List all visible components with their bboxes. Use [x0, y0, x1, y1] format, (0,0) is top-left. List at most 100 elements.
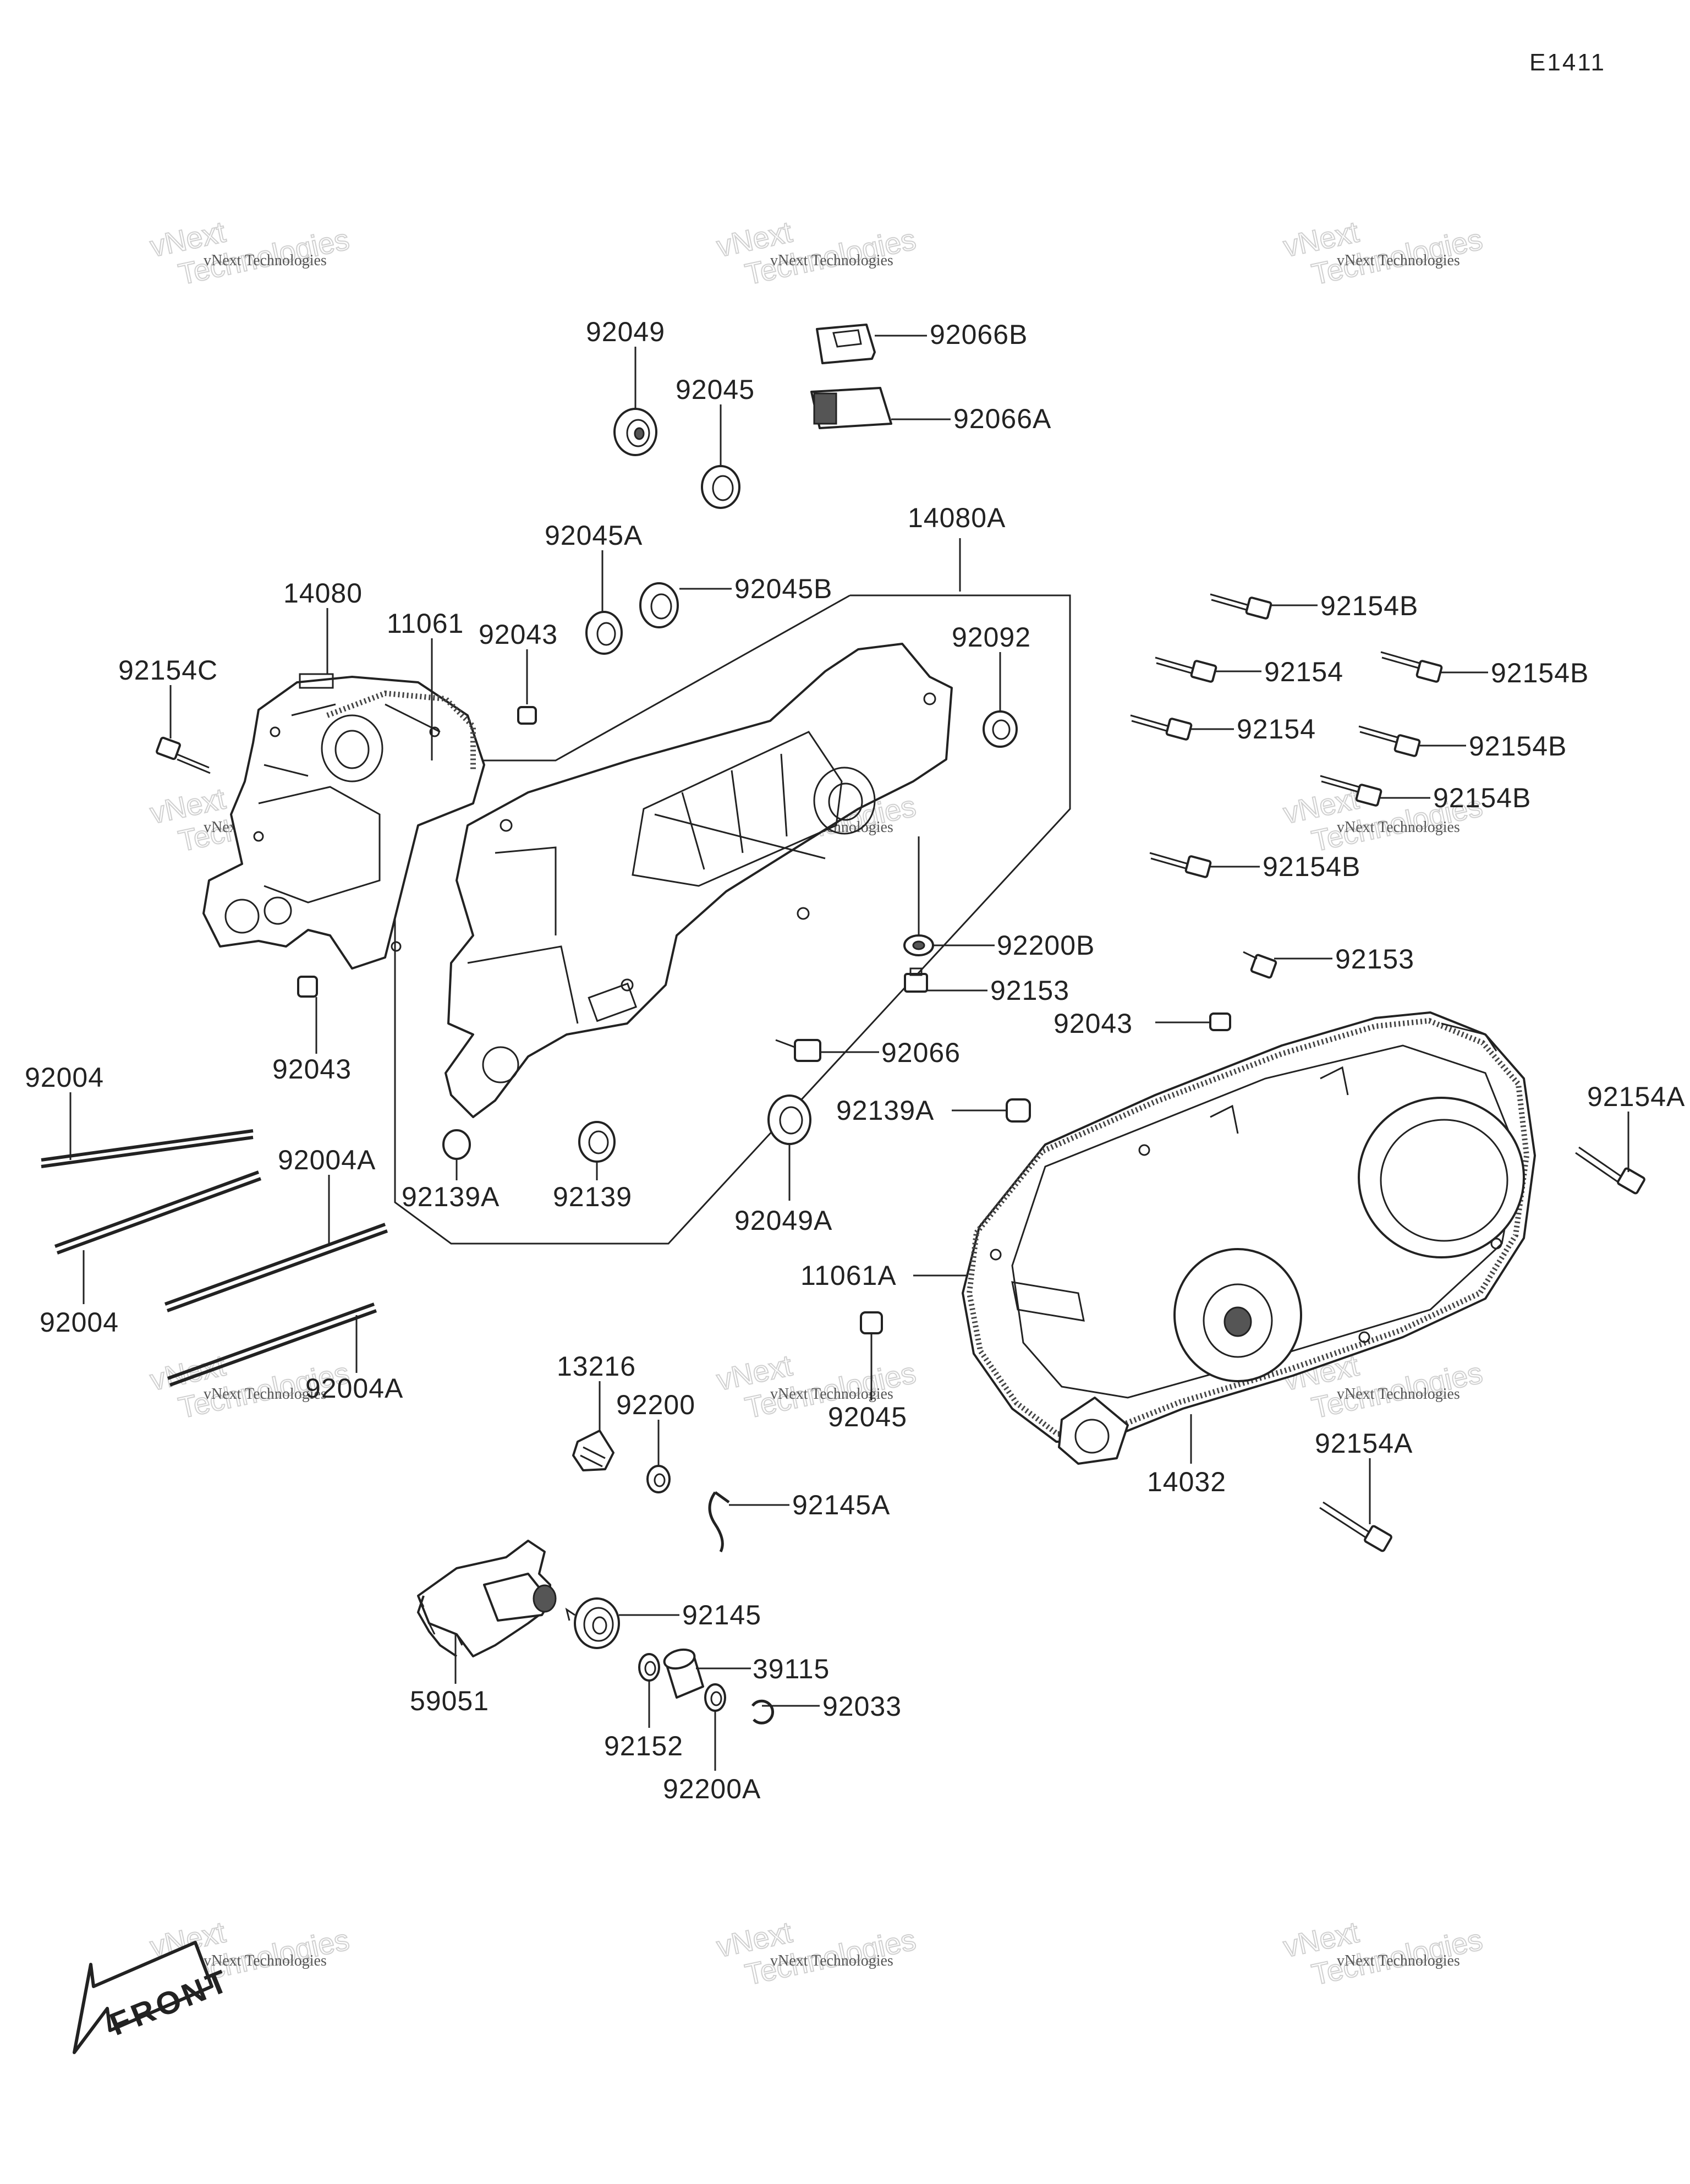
part-92154A-bolt-2[interactable] — [1319, 1501, 1392, 1552]
part-92043-dowel-right[interactable] — [1209, 1012, 1231, 1031]
label-92154C[interactable]: 92154C — [118, 655, 218, 686]
part-92152-washer[interactable] — [638, 1653, 660, 1682]
label-92154B-2[interactable]: 92154B — [1491, 658, 1589, 688]
label-92066A[interactable]: 92066A — [953, 403, 1051, 434]
part-92200-washer[interactable] — [646, 1465, 671, 1493]
part-92154C-bolt[interactable] — [156, 736, 211, 774]
label-92200[interactable]: 92200 — [616, 1389, 695, 1420]
label-92043-right[interactable]: 92043 — [1053, 1008, 1133, 1039]
part-14080A-crankcase[interactable] — [445, 643, 953, 1118]
label-92045-top[interactable]: 92045 — [676, 374, 755, 405]
diagram-code: E1411 — [1529, 49, 1606, 76]
label-92043-top[interactable]: 92043 — [479, 619, 558, 650]
part-92154B-bolt-2[interactable] — [1380, 651, 1443, 683]
watermark-small: vNext Technologies — [770, 252, 893, 269]
label-92154B-3[interactable]: 92154B — [1469, 731, 1567, 762]
part-92154B-bolt-4[interactable] — [1320, 775, 1382, 807]
part-92045-collar-bottom[interactable] — [860, 1311, 883, 1334]
label-92154-2[interactable]: 92154 — [1237, 714, 1316, 745]
label-92139A-1[interactable]: 92139A — [402, 1181, 500, 1212]
label-13216[interactable]: 13216 — [557, 1351, 636, 1382]
part-92004A-stud-2[interactable] — [167, 1302, 377, 1387]
label-92154B-4[interactable]: 92154B — [1433, 782, 1531, 813]
part-92049-bearing[interactable] — [613, 408, 657, 456]
part-92154B-bolt-3[interactable] — [1358, 725, 1421, 757]
part-92004-stud-1[interactable] — [41, 1129, 254, 1168]
label-14032[interactable]: 14032 — [1147, 1466, 1226, 1497]
part-92154A-bolt-1[interactable] — [1575, 1146, 1645, 1195]
part-92049A-oil-seal[interactable] — [767, 1094, 811, 1145]
label-92092[interactable]: 92092 — [952, 622, 1031, 653]
part-92043-dowel-top[interactable] — [517, 706, 537, 725]
part-92145-spring[interactable] — [565, 1597, 620, 1649]
part-92045-bearing[interactable] — [701, 465, 740, 509]
part-92066-bolt[interactable] — [775, 1039, 821, 1062]
label-92049A[interactable]: 92049A — [734, 1205, 832, 1236]
part-92154B-bolt-5[interactable] — [1149, 852, 1212, 878]
label-92004-1[interactable]: 92004 — [25, 1062, 104, 1093]
part-92066A-damper[interactable] — [810, 387, 892, 429]
part-92004A-stud-1[interactable] — [164, 1223, 388, 1312]
label-92145A[interactable]: 92145A — [792, 1490, 890, 1520]
part-92145A-clip[interactable] — [708, 1491, 730, 1553]
part-59051-kick-gear[interactable] — [416, 1540, 557, 1657]
label-92066[interactable]: 92066 — [881, 1037, 961, 1068]
part-13216-shaft[interactable] — [572, 1430, 614, 1471]
watermark-small: vNext Technologies — [1337, 1386, 1460, 1403]
part-92045B-bearing[interactable] — [639, 582, 679, 628]
part-92004-stud-2[interactable] — [54, 1170, 262, 1255]
watermark-small: vNext Technologies — [1337, 819, 1460, 836]
label-92154A-2[interactable]: 92154A — [1315, 1428, 1413, 1459]
part-14080-crankcase-left[interactable] — [202, 673, 485, 970]
label-92004-2[interactable]: 92004 — [40, 1307, 119, 1338]
part-92139A-dowel-2[interactable] — [1006, 1098, 1031, 1123]
label-92004A-1[interactable]: 92004A — [278, 1145, 376, 1175]
part-92200A-washer[interactable] — [704, 1683, 726, 1712]
label-14080A[interactable]: 14080A — [908, 502, 1006, 533]
label-92004A-2[interactable]: 92004A — [305, 1373, 403, 1404]
label-92033[interactable]: 92033 — [822, 1691, 902, 1722]
part-92154B-bolt-1[interactable] — [1210, 593, 1272, 620]
part-92153-bolt-2[interactable] — [1243, 951, 1277, 979]
label-92154A-1[interactable]: 92154A — [1587, 1081, 1685, 1112]
label-92154B-5[interactable]: 92154B — [1263, 851, 1360, 882]
part-92043-dowel-left[interactable] — [297, 976, 318, 998]
label-92154-1[interactable]: 92154 — [1264, 656, 1343, 687]
label-14080[interactable]: 14080 — [283, 578, 363, 609]
part-11061-gasket[interactable] — [326, 690, 476, 770]
label-92049[interactable]: 92049 — [586, 316, 665, 347]
label-11061[interactable]: 11061 — [387, 608, 464, 639]
label-92152[interactable]: 92152 — [604, 1731, 683, 1761]
label-92153-1[interactable]: 92153 — [990, 975, 1069, 1006]
part-92139A-dowel-1[interactable] — [442, 1129, 471, 1160]
watermark-small: vNext Technologies — [770, 1386, 893, 1403]
label-92153-2[interactable]: 92153 — [1335, 944, 1414, 975]
label-92200A[interactable]: 92200A — [663, 1774, 761, 1804]
watermark-small: vNext Technologies — [1337, 1952, 1460, 1969]
part-92045A-bearing[interactable] — [585, 611, 623, 655]
label-11061A[interactable]: 11061A — [800, 1260, 897, 1291]
label-92043-left[interactable]: 92043 — [272, 1054, 352, 1085]
part-92092-bushing[interactable] — [983, 710, 1018, 748]
part-92154-bolt-1[interactable] — [1155, 656, 1217, 683]
label-59051[interactable]: 59051 — [410, 1685, 489, 1716]
part-92139-bushing[interactable] — [578, 1121, 616, 1163]
label-92145[interactable]: 92145 — [682, 1600, 761, 1630]
part-92200B-washer[interactable] — [903, 934, 934, 956]
label-92045B[interactable]: 92045B — [734, 573, 832, 604]
label-92200B[interactable]: 92200B — [997, 930, 1095, 961]
part-92033-circlip[interactable] — [751, 1699, 775, 1725]
part-14032-transmission-cover[interactable] — [962, 1011, 1536, 1465]
label-92139[interactable]: 92139 — [553, 1181, 632, 1212]
part-92066B-cap[interactable] — [816, 324, 876, 364]
label-92154B-1[interactable]: 92154B — [1320, 590, 1418, 621]
part-39115-collar[interactable] — [662, 1646, 704, 1699]
part-92154-bolt-2[interactable] — [1130, 714, 1193, 741]
label-92045-bottom[interactable]: 92045 — [828, 1402, 907, 1432]
label-92139A-2[interactable]: 92139A — [836, 1095, 934, 1126]
label-92045A[interactable]: 92045A — [545, 520, 643, 551]
part-92153-bolt-1[interactable] — [904, 967, 928, 993]
label-92066B[interactable]: 92066B — [930, 319, 1028, 350]
label-39115[interactable]: 39115 — [753, 1654, 830, 1684]
